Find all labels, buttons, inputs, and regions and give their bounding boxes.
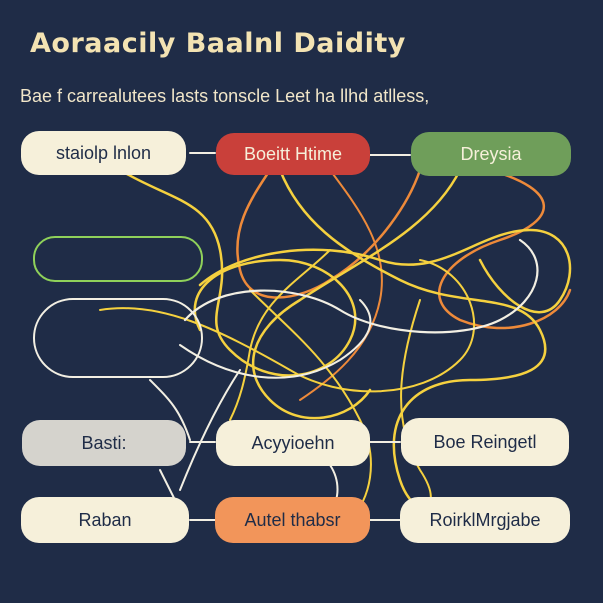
link-yellow-2 [278, 168, 547, 515]
node-bottom-center-1[interactable]: Acyyioehn [216, 420, 370, 466]
node-top-center[interactable]: Boeitt Htime [216, 133, 370, 175]
link-yellow-8 [229, 249, 331, 421]
outline-node-green [33, 236, 203, 282]
link-white-4 [179, 369, 241, 491]
node-top-right[interactable]: Dreysia [411, 132, 571, 176]
node-bottom-left-2[interactable]: Raban [21, 497, 189, 543]
diagram-title: Aoraacily Baalnl Daidity [30, 28, 406, 59]
node-bottom-center-2-label: Autel thabsr [244, 509, 341, 530]
link-orange-2 [438, 168, 572, 330]
node-bottom-right-2-label: RoirklMrgjabe [429, 509, 541, 530]
outline-node-white [33, 298, 203, 378]
node-bottom-right-1[interactable]: Boe Reingetl [401, 418, 569, 466]
node-bottom-left-2-label: Raban [78, 509, 132, 530]
node-top-right-label: Dreysia [460, 143, 522, 164]
link-yellow-4 [198, 228, 572, 314]
diagram-subtitle: Bae f carrealutees lasts tonscle Leet ha… [20, 86, 430, 106]
link-white-2 [179, 299, 372, 379]
node-bottom-center-1-label: Acyyioehn [251, 432, 335, 453]
node-bottom-left-1[interactable]: Basti: [22, 420, 186, 466]
node-bottom-left-1-label: Basti: [81, 432, 127, 453]
link-white-3 [149, 379, 191, 441]
link-yellow-3 [252, 168, 462, 420]
node-bottom-center-2[interactable]: Autel thabsr [215, 497, 370, 543]
link-white-1 [183, 238, 539, 334]
link-yellow-6 [249, 289, 372, 521]
node-top-left[interactable]: staiolp lnlon [21, 131, 186, 175]
node-top-left-label: staiolp lnlon [55, 142, 152, 163]
node-bottom-right-2[interactable]: RoirklMrgjabe [400, 497, 570, 543]
node-bottom-right-1-label: Boe Reingetl [433, 431, 537, 452]
node-top-center-label: Boeitt Htime [243, 143, 343, 164]
link-orange-1 [236, 168, 422, 299]
link-orange-3 [299, 169, 383, 401]
